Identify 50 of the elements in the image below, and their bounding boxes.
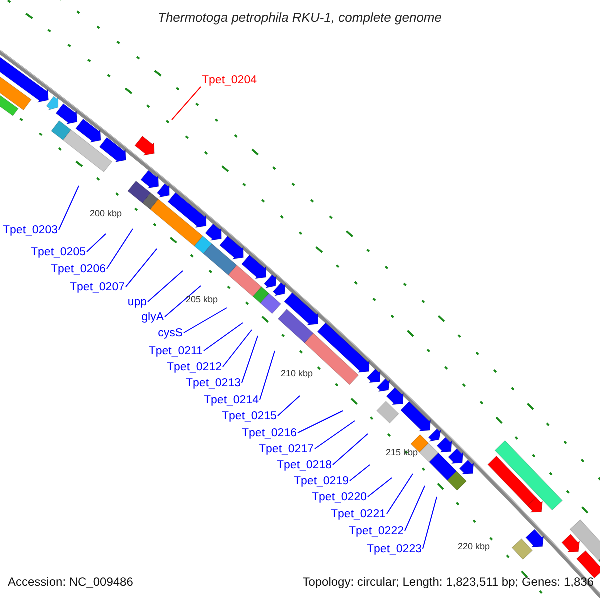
leader-line (184, 308, 228, 334)
title: Thermotoga petrophila RKU-1, complete genome (157, 10, 443, 25)
leader-line (298, 410, 344, 434)
leader-line (242, 336, 258, 384)
leader-line (404, 486, 426, 532)
gene-label: Tpet_0223 (367, 544, 422, 556)
gene-label: Tpet_0215 (222, 411, 277, 423)
gene-label: Tpet_0216 (242, 428, 297, 440)
leader-line (148, 270, 184, 302)
scale-label: 205 kbp (186, 296, 218, 304)
gene-label: Tpet_0206 (51, 264, 106, 276)
leader-line (368, 478, 392, 498)
scale-label: 210 kbp (280, 370, 314, 378)
gene-label: Tpet_0219 (294, 476, 349, 488)
leader-line (106, 228, 134, 270)
gene-label: Tpet_0205 (31, 247, 86, 259)
gene-label: Tpet_0222 (349, 526, 404, 538)
leader-line (260, 350, 276, 400)
gene-label: Tpet_0221 (331, 509, 386, 521)
leader-line (204, 322, 244, 352)
leader-line (332, 434, 368, 466)
footer-text: Topology: circular; Length: 1,823,511 bp; Genes: 1,836 (302, 576, 594, 588)
gene-label: Tpet_0203 (3, 225, 58, 237)
gene-label: upp (128, 297, 147, 309)
gene-label: cysS (158, 328, 183, 340)
gene-label: Tpet_0213 (186, 378, 241, 390)
gene-label: glyA (142, 312, 164, 324)
leader-line (314, 420, 356, 450)
gene-label: Tpet_0211 (148, 346, 203, 358)
gene-label: Tpet_0217 (259, 444, 314, 456)
scale-label: 200 kbp (90, 210, 122, 218)
leader-line (86, 234, 106, 252)
footer-text: Accession: NC_009486 (8, 576, 134, 588)
leader-line (126, 248, 158, 288)
leader-line (172, 86, 202, 120)
gene-label: Tpet_0207 (70, 282, 125, 294)
leader-line (422, 496, 438, 550)
leader-line (164, 286, 202, 318)
leader-line (58, 186, 80, 230)
gene-label: Tpet_0214 (204, 395, 259, 407)
gene-label: Tpet_0220 (312, 492, 367, 504)
gene-label: Tpet_0218 (277, 460, 332, 472)
scale-label: 215 kbp (386, 448, 418, 458)
leader-line (386, 474, 414, 514)
scale-label: 220 kbp (458, 542, 490, 552)
leader-line (222, 330, 252, 368)
leader-line (350, 464, 370, 482)
leader-line (278, 396, 300, 416)
gene-label: Tpet_0212 (167, 362, 222, 374)
gene-label: Tpet_0204 (202, 75, 257, 87)
